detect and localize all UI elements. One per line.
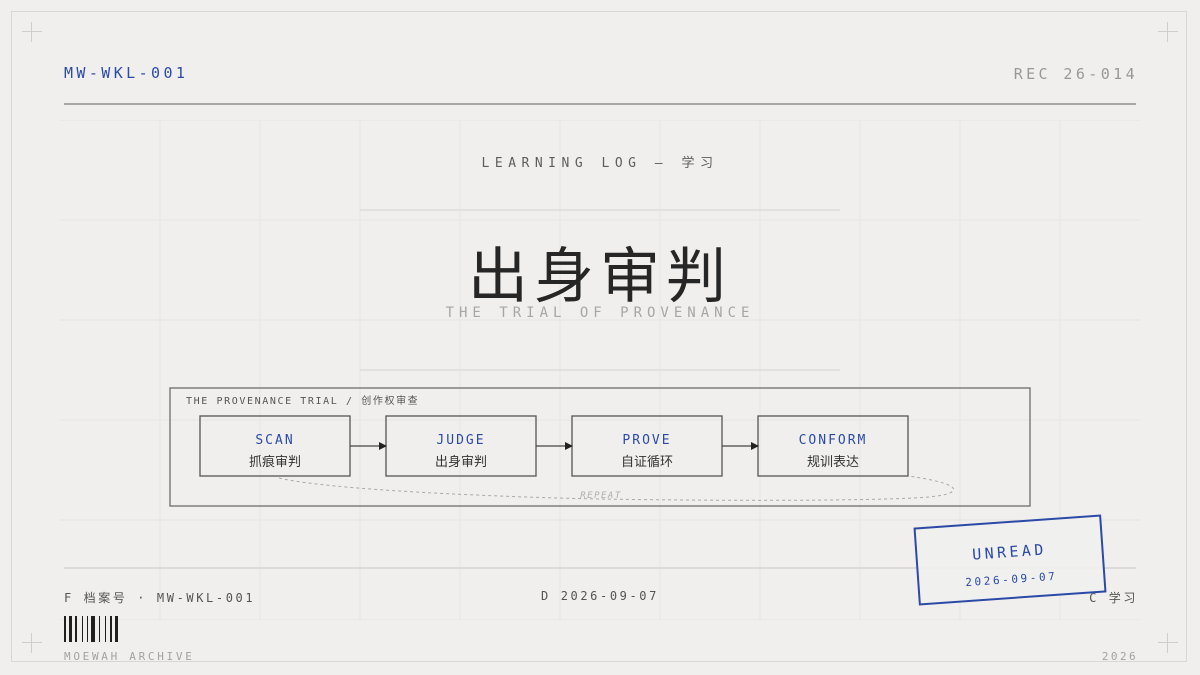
- archive-name: MOEWAH ARCHIVE: [64, 650, 195, 663]
- flow-step-conform: CONFORM 规训表达: [757, 415, 909, 477]
- section-eyebrow: LEARNING LOG — 学习: [481, 156, 719, 171]
- flow-step-judge: JUDGE 出身审判: [385, 415, 537, 477]
- flow-step-prove: PROVE 自证循环: [571, 415, 723, 477]
- file-number: F 档案号 · MW-WKL-001: [64, 591, 256, 605]
- flow-step-zh: 自证循环: [621, 455, 673, 470]
- barcode-bar: [82, 616, 83, 642]
- barcode-bar: [64, 616, 66, 642]
- barcode-bar: [91, 616, 95, 642]
- flow-step-en: JUDGE: [436, 433, 485, 448]
- flow-step-en: CONFORM: [799, 433, 868, 448]
- repeat-loop-path: [278, 475, 954, 501]
- stamp-date: 2026-09-07: [964, 569, 1058, 590]
- barcode-bar: [105, 616, 106, 642]
- page-frame: [11, 11, 1187, 662]
- header-divider: [64, 103, 1136, 105]
- flow-step-en: SCAN: [255, 433, 294, 448]
- repeat-loop-label: REPEAT: [580, 491, 622, 501]
- barcode-bar: [110, 616, 112, 642]
- barcode-bar: [69, 616, 72, 642]
- provenance-flow-diagram: THE PROVENANCE TRIAL / 创作权审查 REPEAT SCAN…: [169, 387, 1031, 507]
- document-date: D 2026-09-07: [541, 589, 659, 603]
- archive-year: 2026: [1101, 650, 1138, 663]
- record-number: REC 26-014: [1013, 65, 1138, 83]
- flow-step-zh: 规训表达: [807, 455, 859, 470]
- title-divider-bottom: [360, 369, 840, 371]
- page-subtitle: THE TRIAL OF PROVENANCE: [445, 305, 755, 321]
- diagram-label: THE PROVENANCE TRIAL / 创作权审查: [186, 394, 419, 407]
- footer-divider: [64, 567, 1136, 569]
- flow-step-zh: 抓痕审判: [249, 454, 301, 470]
- document-code: MW-WKL-001: [64, 64, 189, 82]
- flow-step-zh: 出身审判: [435, 454, 487, 470]
- unread-stamp: UNREAD 2026-09-07: [913, 514, 1107, 606]
- corner-crosshair-icon: [22, 22, 42, 42]
- barcode-icon: [64, 616, 118, 642]
- flow-step-scan: SCAN 抓痕审判: [199, 415, 351, 477]
- stamp-word: UNREAD: [971, 540, 1048, 564]
- page-title: 出身审判: [468, 242, 732, 312]
- diagram-frame: [169, 387, 1031, 507]
- corner-crosshair-icon: [1158, 22, 1178, 42]
- barcode-bar: [75, 616, 77, 642]
- document-category: C 学习: [1089, 591, 1138, 605]
- barcode-bar: [115, 616, 118, 642]
- flow-step-en: PROVE: [622, 433, 671, 448]
- title-divider-top: [360, 209, 840, 211]
- barcode-bar: [99, 616, 100, 642]
- barcode-bar: [87, 616, 88, 642]
- corner-crosshair-icon: [1158, 633, 1178, 653]
- corner-crosshair-icon: [22, 633, 42, 653]
